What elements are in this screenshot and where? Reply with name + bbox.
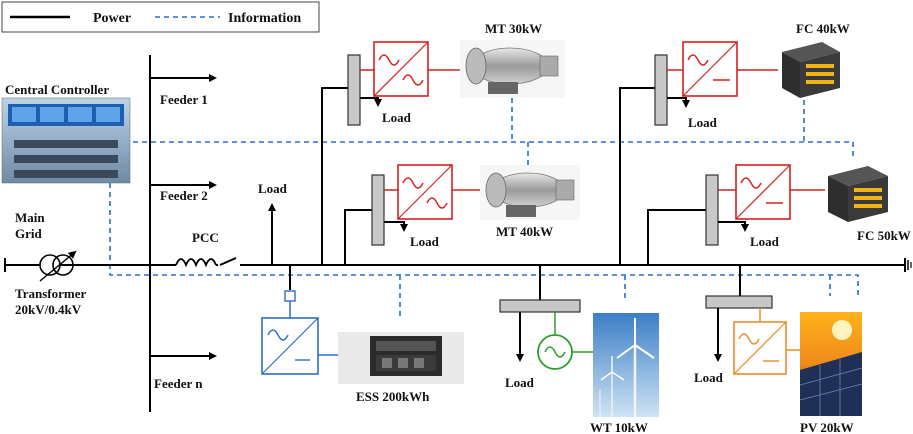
transformer-label-1: Transformer [15,286,86,301]
mt30-bus-bar [347,54,361,126]
mt40-branch [344,164,580,265]
transformer-icon [39,250,77,282]
legend-power-label: Power [93,11,131,26]
pv-label: PV 20kW [800,420,854,434]
feeder-2-label: Feeder 2 [160,188,208,203]
wt-branch [499,265,659,417]
pcc-load-label: Load [258,181,288,196]
fc40-label: FC 40kW [796,21,850,36]
feeder-1-label: Feeder 1 [160,92,208,107]
pv-branch [705,265,863,416]
mt40-bus-bar [371,174,385,246]
feeder-n-label: Feeder n [154,376,203,391]
mt30-converter-icon [373,41,429,97]
pv-panel-image [799,312,863,416]
fc40-branch [619,41,840,265]
fc50-label: FC 50kW [857,228,911,243]
main-bus [4,258,912,272]
fc40-load-label: Load [688,115,718,130]
main-grid-label-2: Grid [15,226,42,241]
fc50-branch [647,164,888,265]
ess-converter-icon [261,317,319,375]
information-lines [109,98,859,318]
fc40-fuelcell-image [782,42,840,98]
central-controller-image [1,97,131,184]
fc50-bus-bar [705,174,719,246]
ess-battery-image [338,332,464,384]
legend: Power Information [1,1,320,33]
main-grid-label-1: Main [15,210,45,225]
pcc-inductor-icon [175,258,217,268]
transformer-label-2: 20kV/0.4kV [15,302,82,317]
ess-label: ESS 200kWh [356,389,430,404]
feeder-bus [149,55,217,412]
mt40-load-label: Load [410,234,440,249]
pcc-label: PCC [192,230,219,245]
fc40-bus-bar [654,54,668,126]
mt40-converter-icon [397,164,453,220]
ground-icon [904,258,912,272]
mt40-label: MT 40kW [496,224,553,239]
central-controller-label: Central Controller [5,82,109,97]
legend-information-label: Information [228,11,301,26]
ess-branch [261,265,464,384]
wt-turbine-image [593,313,659,417]
fc50-fuelcell-image [828,166,888,222]
mt30-turbine-image [460,40,565,98]
ess-breaker [284,290,296,302]
wt-load-label: Load [505,375,535,390]
pv-load-label: Load [694,370,724,385]
pv-bus-bar [705,295,773,309]
pcc-switch-icon [218,257,240,268]
mt30-label: MT 30kW [485,21,542,36]
wt-bus-bar [499,299,581,313]
fc40-converter-icon [682,41,738,97]
mt40-turbine-image [480,165,580,220]
fc50-converter-icon [735,164,791,220]
wt-generator-icon [537,334,573,370]
pv-converter-icon [733,321,787,375]
fc50-load-label: Load [750,234,780,249]
mt30-load-label: Load [382,110,412,125]
wt-label: WT 10kW [590,420,648,434]
mt30-branch [321,40,565,265]
